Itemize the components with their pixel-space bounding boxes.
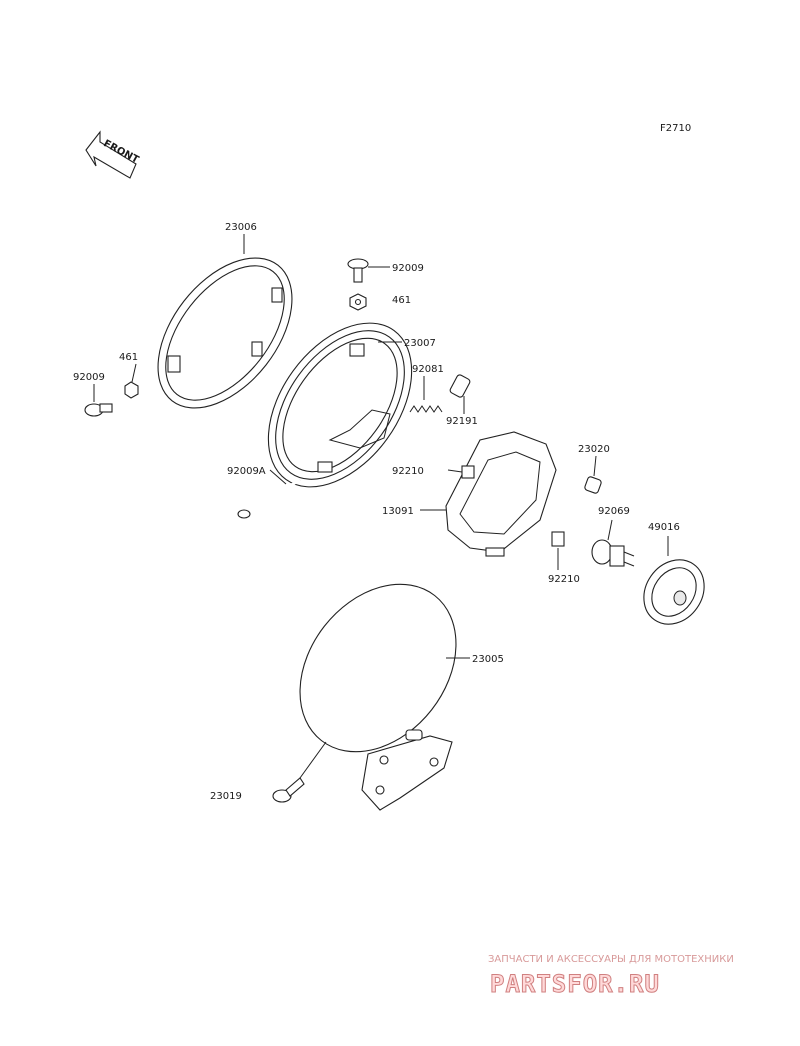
bolt-92009A-part <box>237 478 301 519</box>
clip-92210-lower-part <box>551 531 565 547</box>
label-461-top: 461 <box>392 295 411 306</box>
leader-461-left <box>131 363 137 383</box>
figure-code: F2710 <box>660 123 691 134</box>
label-92081: 92081 <box>412 364 444 375</box>
front-arrow-icon: FRONT <box>85 130 141 179</box>
label-13091: 13091 <box>382 506 414 517</box>
label-49016: 49016 <box>648 522 680 533</box>
watermark-tagline: ЗАПЧАСТИ И АКСЕССУАРЫ ДЛЯ МОТОТЕХНИКИ <box>488 954 734 965</box>
label-92210-upper: 92210 <box>392 466 424 477</box>
leader-23019 <box>299 741 327 779</box>
label-92009-left: 92009 <box>73 372 105 383</box>
bulb-92069-part <box>591 539 635 567</box>
leader-92210-upper <box>447 469 463 473</box>
leader-23020 <box>593 455 597 477</box>
collar-92191-part <box>449 374 471 398</box>
socket-23020-part <box>584 476 602 494</box>
label-23005: 23005 <box>472 654 504 665</box>
label-92009-top: 92009 <box>392 263 424 274</box>
nut-461-left-part <box>124 381 139 399</box>
label-23007: 23007 <box>404 338 436 349</box>
label-92069: 92069 <box>598 506 630 517</box>
watermark-brand: PARTSFOR.RU <box>490 970 660 998</box>
label-23020: 23020 <box>578 444 610 455</box>
label-461-left: 461 <box>119 352 138 363</box>
bracket-13091-part <box>445 431 557 557</box>
inner-ring-part <box>267 322 413 488</box>
headlight-housing-part <box>299 583 457 811</box>
label-23019: 23019 <box>210 791 242 802</box>
label-23006: 23006 <box>225 222 257 233</box>
leader-92009A <box>269 469 287 485</box>
screw-92009-left-part <box>84 403 113 417</box>
nut-461-top-part <box>349 293 367 311</box>
bulb-cover-49016-part <box>643 559 705 625</box>
screw-92009-top-part <box>347 258 369 283</box>
leader-92069 <box>607 519 613 541</box>
headlight-rim-part <box>157 257 293 409</box>
screw-23019-part <box>272 777 305 803</box>
spring-92081-part <box>409 405 443 413</box>
label-92009A: 92009A <box>227 466 266 477</box>
label-92191: 92191 <box>446 416 478 427</box>
label-92210-lower: 92210 <box>548 574 580 585</box>
